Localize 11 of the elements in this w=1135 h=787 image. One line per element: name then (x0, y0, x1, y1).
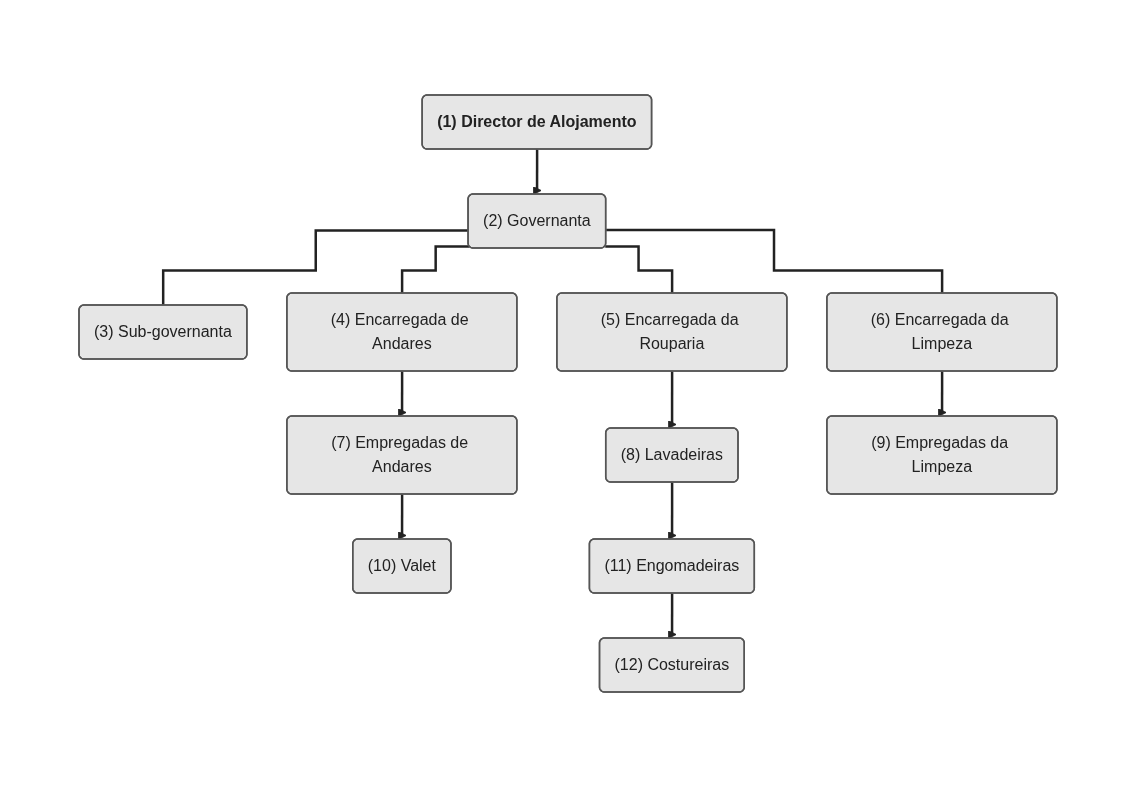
arrow (667, 370, 677, 429)
arrow (397, 493, 407, 540)
connector (604, 245, 674, 295)
connector (400, 245, 470, 295)
arrow (667, 592, 677, 639)
arrow (667, 481, 677, 540)
arrow (532, 148, 542, 195)
connector (605, 228, 944, 295)
arrow (397, 370, 407, 417)
connector (161, 229, 469, 307)
arrow (937, 370, 947, 417)
